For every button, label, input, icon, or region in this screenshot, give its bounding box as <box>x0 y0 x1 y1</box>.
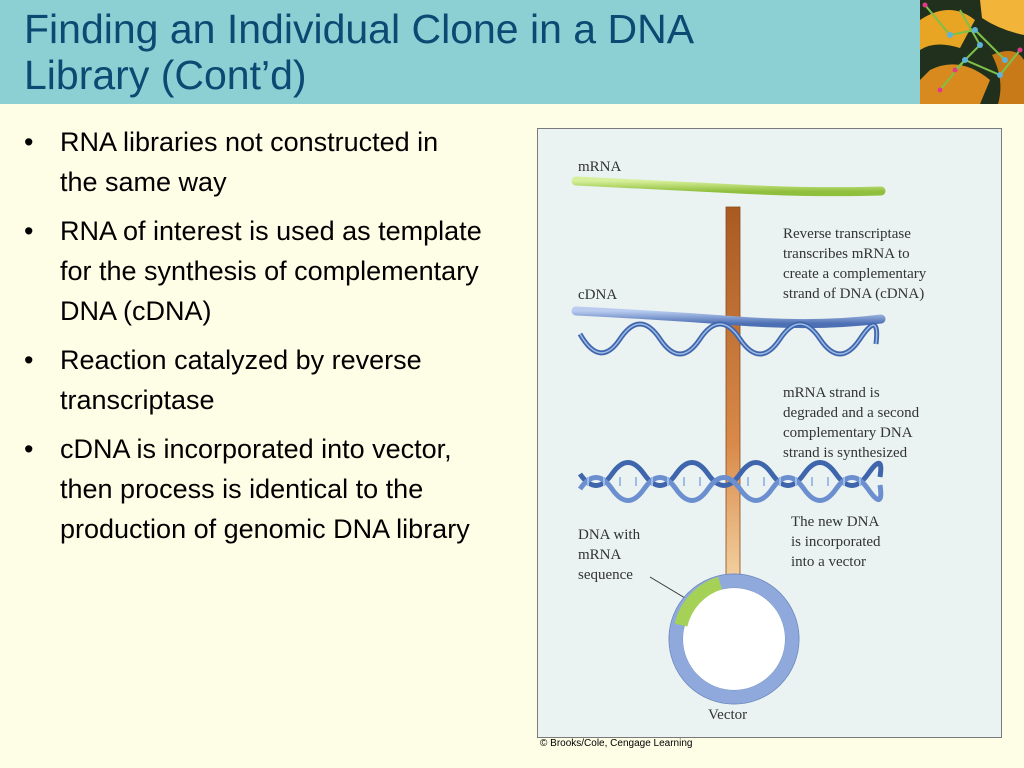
cdna-figure: mRNA Reverse transcriptase transcribes m… <box>537 128 1002 738</box>
vector-plasmid <box>668 573 800 705</box>
insert-pointer <box>649 576 691 602</box>
title-line-1: Finding an Individual Clone in a DNA <box>24 6 695 52</box>
decorative-corner-image <box>920 0 1024 104</box>
bullet-item: •RNA libraries not constructed in the sa… <box>24 127 439 197</box>
cdna-strand <box>571 306 886 329</box>
bullet-text: RNA of interest is used as template for … <box>60 216 482 326</box>
vector-label: Vector <box>708 707 747 723</box>
bullet-list: •RNA libraries not constructed in the sa… <box>22 122 482 558</box>
step1-note: Reverse transcriptase transcribes mRNA t… <box>783 226 930 302</box>
step2-note: mRNA strand is degraded and a second com… <box>783 385 923 461</box>
bullet-item: •RNA of interest is used as template for… <box>24 216 482 326</box>
cdna-label: cDNA <box>578 287 617 303</box>
process-arrow <box>713 206 753 630</box>
step3-note: The new DNA is incorporated into a vecto… <box>791 514 884 570</box>
insert-label: DNA with mRNA sequence <box>578 527 644 583</box>
insert-segment <box>674 576 723 627</box>
mrna-strand <box>571 176 886 197</box>
bullet-item: •cDNA is incorporated into vector, then … <box>24 434 470 544</box>
title-line-2: Library (Cont’d) <box>24 52 307 98</box>
double-helix <box>577 460 884 503</box>
bullet-item: •Reaction catalyzed by reverse transcrip… <box>24 345 422 415</box>
bullet-text: Reaction catalyzed by reverse transcript… <box>60 345 422 415</box>
bullet-text: cDNA is incorporated into vector, then p… <box>60 434 470 544</box>
bullet-text: RNA libraries not constructed in the sam… <box>60 127 439 197</box>
title-bar: Finding an Individual Clone in a DNA Lib… <box>0 0 1024 104</box>
mrna-label: mRNA <box>578 159 622 175</box>
slide-title: Finding an Individual Clone in a DNA Lib… <box>24 6 904 98</box>
figure-credit: © Brooks/Cole, Cengage Learning <box>540 738 693 749</box>
